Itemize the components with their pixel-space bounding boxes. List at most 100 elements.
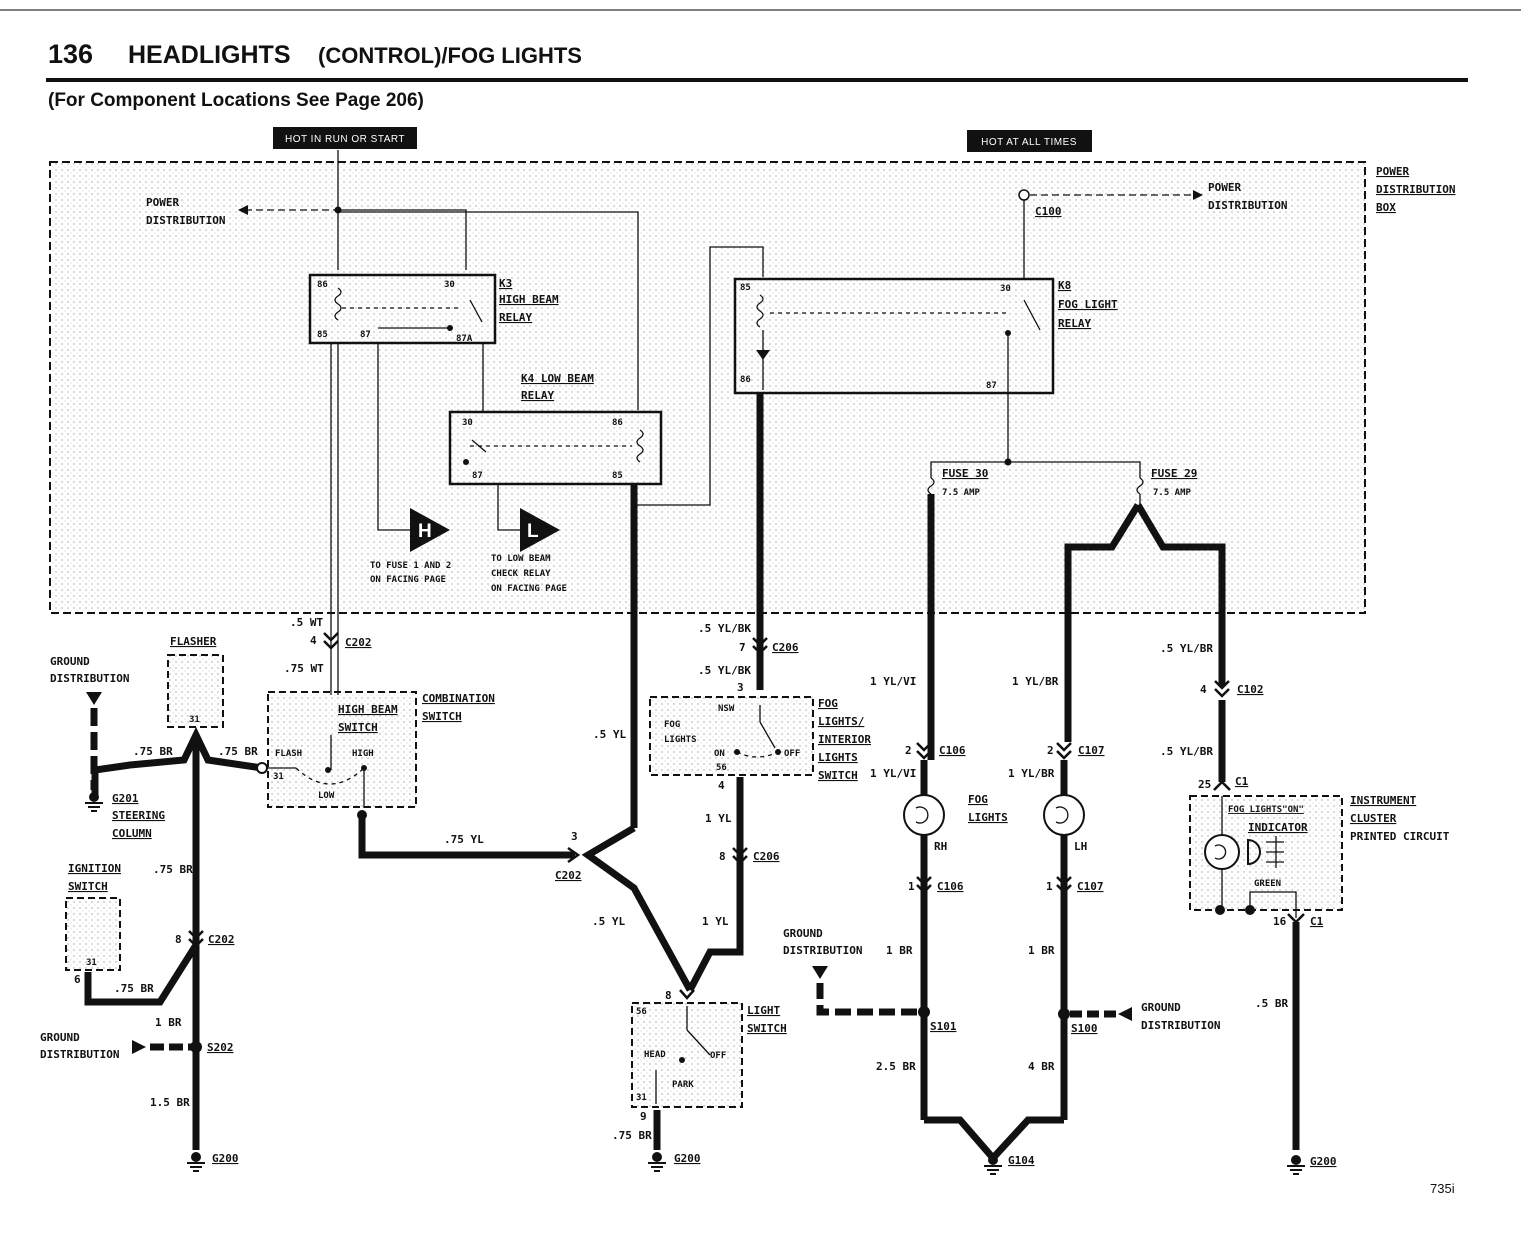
fog-switch-box	[649, 696, 814, 776]
combo-label-2: SWITCH	[422, 710, 462, 723]
light-switch-pin-8: 8	[665, 989, 672, 1002]
light-switch-56: 56	[636, 1007, 647, 1017]
c107-lower-label: C107	[1077, 880, 1104, 893]
k8-contact	[1023, 299, 1041, 331]
ic-out-line	[1249, 891, 1297, 918]
fog-switch-fog: FOG	[664, 720, 680, 730]
wire-label-1br-lh: 1 BR	[1028, 944, 1055, 957]
fogsw-label-5: SWITCH	[818, 769, 858, 782]
combo-pin-31: 31	[273, 772, 284, 782]
gd-left-label-1: GROUND	[50, 655, 90, 668]
light-switch-blade	[686, 1029, 711, 1056]
wire-label-5ylbr-upper: .5 YL/BR	[1160, 642, 1213, 655]
c1-upper-label: C1	[1235, 775, 1249, 788]
flasher-box	[167, 654, 224, 728]
light-switch-31: 31	[636, 1093, 647, 1103]
ignition-switch-box	[65, 897, 121, 971]
k4-pin-87: 87	[472, 471, 483, 481]
c106-lower-label: C106	[937, 880, 964, 893]
ic-node-1	[1215, 905, 1225, 915]
wire-label-1br-rh: 1 BR	[886, 944, 913, 957]
gd-s100-arrow	[1118, 1007, 1132, 1021]
left-pd-label-1: POWER	[146, 196, 179, 209]
wire-label-1ylbr-upper: 1 YL/BR	[1012, 675, 1059, 688]
fogsw-label-3: INTERIOR	[818, 733, 871, 746]
k3-id: K3	[499, 277, 512, 290]
ignition-label-2: SWITCH	[68, 880, 108, 893]
flasher-br-wire	[91, 726, 263, 795]
pdb-label-3: BOX	[1376, 201, 1396, 214]
k8-label-1: FOG LIGHT	[1058, 298, 1118, 311]
fog-lights-label-1: FOG	[968, 793, 988, 806]
wire-label-5br: .5 BR	[1255, 997, 1288, 1010]
k8-pin-85: 85	[740, 283, 751, 293]
wire-label-5wt: .5 WT	[290, 616, 323, 629]
c202-mid-pin: 3	[571, 830, 578, 843]
light-switch-off: OFF	[710, 1051, 726, 1061]
wire-label-15br: 1.5 BR	[150, 1096, 190, 1109]
combo-arc	[295, 767, 365, 785]
light-switch-park: PARK	[672, 1080, 694, 1090]
fuse-29-symbol	[1136, 477, 1144, 495]
g200-mid-label: G200	[674, 1152, 701, 1165]
combo-high: HIGH	[352, 749, 374, 759]
l-ref-triangle	[520, 508, 560, 552]
c206-lower-pin: 8	[719, 850, 726, 863]
combination-switch-box	[267, 691, 417, 808]
c202-upper-pin: 4	[310, 634, 317, 647]
fuse29-ind-wire	[1134, 503, 1226, 686]
c202-upper-label: C202	[345, 636, 372, 649]
g201-label: G201	[112, 792, 139, 805]
c1-lower-pin: 16	[1273, 915, 1287, 928]
combo-low: LOW	[318, 791, 335, 801]
c100-connector	[1018, 189, 1030, 201]
c102-label: C102	[1237, 683, 1264, 696]
rh-fog-lamp	[903, 794, 945, 836]
g200-left-label: G200	[212, 1152, 239, 1165]
s101-label: S101	[930, 1020, 957, 1033]
l-ref-label-3: ON FACING PAGE	[491, 584, 567, 594]
wire-label-1br-left: 1 BR	[155, 1016, 182, 1029]
c206-upper-pin: 7	[739, 641, 746, 654]
g104-label: G104	[1008, 1154, 1035, 1167]
gd-s101-wire	[816, 983, 918, 1016]
c107-upper-pin: 2	[1047, 744, 1054, 757]
s202-label: S202	[207, 1041, 234, 1054]
gd-left-arrow	[86, 692, 102, 705]
c202-mid-conn	[567, 846, 581, 864]
k3-pin-86: 86	[317, 280, 328, 290]
hot-run-text: HOT IN RUN OR START	[285, 134, 405, 145]
ic-label-3: PRINTED CIRCUIT	[1350, 830, 1450, 843]
left-pd-arrow	[238, 205, 248, 215]
indicator-lamp	[1204, 834, 1240, 870]
l-ref-label-2: CHECK RELAY	[491, 569, 551, 579]
fog-switch-lights: LIGHTS	[664, 735, 697, 745]
k3-30-feed	[338, 209, 467, 270]
fuse-bus-left	[930, 393, 1009, 478]
k4-label-1: K4 LOW BEAM	[521, 372, 594, 385]
fog-switch-on: ON	[714, 749, 725, 759]
k3-87-node	[447, 325, 453, 331]
highbeam-label-1: HIGH BEAM	[338, 703, 398, 716]
wire-label-75br-right: .75 BR	[218, 745, 258, 758]
highbeam-label-2: SWITCH	[338, 721, 378, 734]
l-ref-line	[497, 484, 520, 531]
gd-left-label-2: DISTRIBUTION	[50, 672, 129, 685]
page-number: 136	[48, 39, 93, 69]
combo-low-node	[325, 767, 331, 773]
s100-splice	[1058, 1008, 1070, 1020]
fuse-bus-right	[1008, 461, 1141, 478]
s202-splice	[190, 1041, 202, 1053]
k3-pin-87a: 87A	[456, 334, 473, 344]
c106-upper-pin: 2	[905, 744, 912, 757]
k8-pin-30: 30	[1000, 284, 1011, 294]
wire-label-ylbk-upper: .5 YL/BK	[698, 622, 751, 635]
k3-pin-85: 85	[317, 330, 328, 340]
flasher-pin-31: 31	[189, 715, 200, 725]
steering-label-2: COLUMN	[112, 827, 152, 840]
rh-label: RH	[934, 840, 947, 853]
combo-input-node	[256, 762, 268, 774]
c106-lower-pin: 1	[908, 880, 915, 893]
light-switch-label-2: SWITCH	[747, 1022, 787, 1035]
